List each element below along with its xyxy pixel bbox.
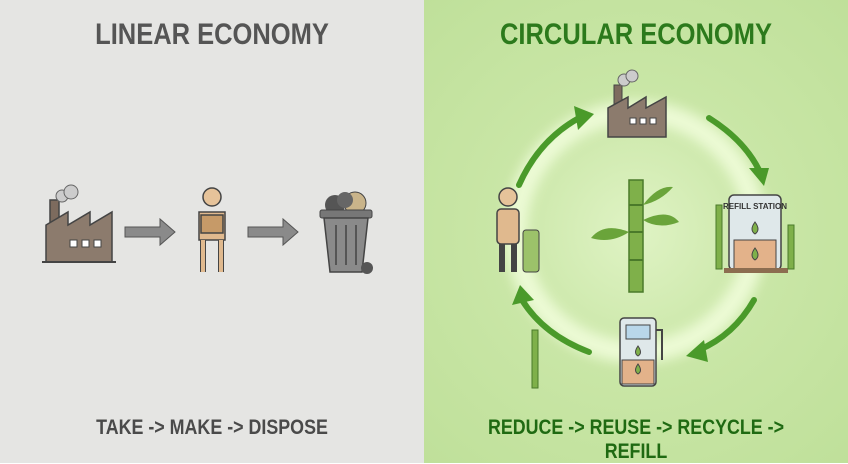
trash-can-icon [319,191,373,274]
arrow-right-icon [124,217,176,247]
circular-title: CIRCULAR ECONOMY [500,18,772,51]
factory-icon [42,184,116,263]
cycle-arrow-icon [516,115,762,355]
circular-tagline: REDUCE -> REUSE -> RECYCLE -> REFILL [487,416,785,463]
refill-station-label: REFILL STATION [723,202,787,211]
person-with-container-icon [496,187,540,273]
circular-flow: REFILL STATION [496,69,795,389]
fuel-pump-icon [531,317,663,389]
linear-economy-panel: LINEAR ECONOMY [0,0,424,463]
linear-title: LINEAR ECONOMY [95,18,329,51]
factory-icon [607,69,667,138]
refill-station-icon: REFILL STATION [715,194,795,273]
linear-flow [42,184,373,274]
circular-economy-panel: CIRCULAR ECONOMY REFILL STATION [424,0,848,463]
worker-with-box-icon [198,187,226,272]
linear-tagline: TAKE -> MAKE -> DISPOSE [96,416,328,439]
bamboo-icon [591,179,679,293]
arrow-right-icon [247,217,299,247]
arrowheads [512,106,769,362]
